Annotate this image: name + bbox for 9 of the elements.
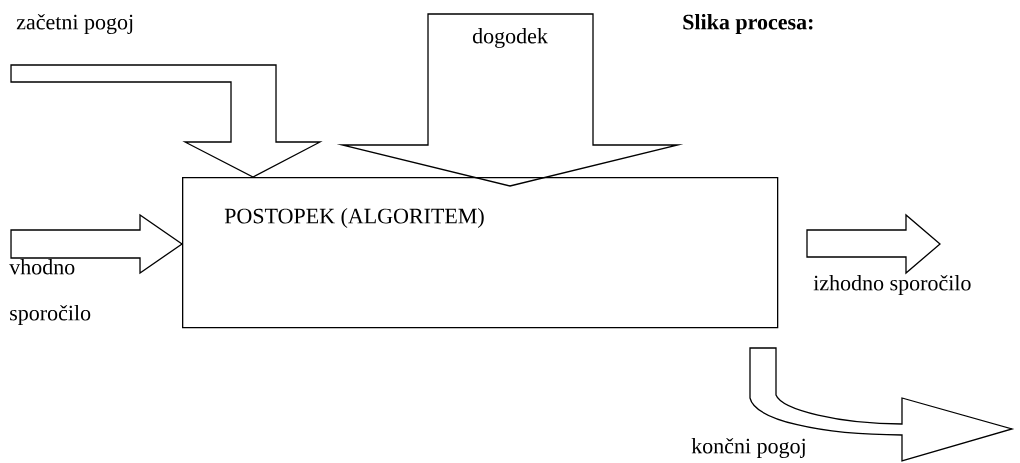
condition-label: začetni pogoj [16,13,133,35]
block-arrow [10,64,323,178]
output-label: izhodno sporočilo [813,275,971,295]
input-label: vhodno sporočilo [9,259,91,325]
event-label: dogodek [472,28,548,48]
end-condition-label: končni pogoj [691,437,805,458]
title: Slika procesa: [683,14,813,34]
process-box: POSTOPEK (ALGORITEM) [182,177,779,329]
block-arrow [749,347,1013,462]
